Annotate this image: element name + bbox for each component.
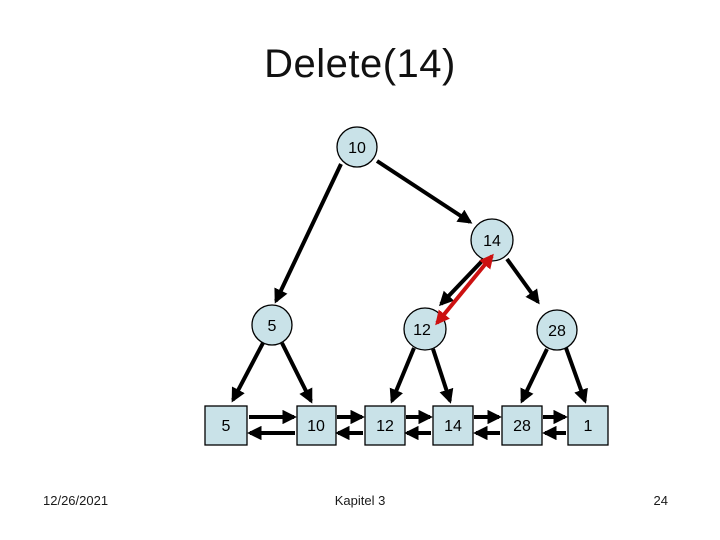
tree-node-28: 28 <box>536 309 578 351</box>
leaf-node-28-label: 28 <box>513 418 531 435</box>
edge-10-to-5 <box>274 163 343 304</box>
tree-node-12-label: 12 <box>413 322 431 339</box>
leaf-node-1-label: 1 <box>584 418 593 435</box>
tree-node-10-circle <box>336 126 378 168</box>
leaf-node-5: 5 <box>204 405 248 446</box>
leaf-node-5-box <box>204 405 248 446</box>
leaf-node-28: 28 <box>501 405 543 446</box>
leaf-node-10-box <box>296 405 337 446</box>
tree-node-28-circle <box>536 309 578 351</box>
edge-5-to-leaf10 <box>280 342 313 404</box>
footer-page-number: 24 <box>653 493 668 508</box>
slide-title: Delete(14) <box>264 42 456 86</box>
footer-chapter: Kapitel 3 <box>334 493 386 508</box>
edge-10-to-14 <box>375 159 473 224</box>
edge-12-to-leaf12 <box>389 347 416 404</box>
tree-node-10-label: 10 <box>348 140 366 157</box>
edge-5-to-leaf5 <box>231 342 265 403</box>
edge-28-to-leaf1 <box>564 347 588 404</box>
tree-node-28-label: 28 <box>548 323 566 340</box>
leaf-node-14: 14 <box>432 405 474 446</box>
edge-14-to-28 <box>505 257 540 305</box>
edge-14-to-12 <box>439 258 485 307</box>
leaf-node-10: 10 <box>296 405 337 446</box>
leaf-node-12: 12 <box>364 405 406 446</box>
leaf-node-1-box <box>567 405 609 446</box>
tree-node-5: 5 <box>251 304 293 346</box>
tree-node-5-circle <box>251 304 293 346</box>
leaf-node-14-label: 14 <box>444 418 462 435</box>
leaf-node-1: 1 <box>567 405 609 446</box>
leaf-node-14-box <box>432 405 474 446</box>
footer-date: 12/26/2021 <box>43 493 109 508</box>
leaf-node-5-label: 5 <box>222 418 231 435</box>
highlight-arrow-12-14 <box>435 253 494 326</box>
leaf-node-10-label: 10 <box>307 418 325 435</box>
edge-12-to-leaf14 <box>431 348 454 404</box>
tree-node-12: 12 <box>403 307 447 351</box>
edge-28-to-leaf28 <box>520 348 549 404</box>
tree-node-10: 10 <box>336 126 378 168</box>
leaf-node-12-label: 12 <box>376 418 394 435</box>
tree-node-14-label: 14 <box>483 233 501 250</box>
tree-node-14: 14 <box>470 218 514 262</box>
leaf-node-12-box <box>364 405 406 446</box>
leaf-node-28-box <box>501 405 543 446</box>
tree-node-5-label: 5 <box>268 318 277 335</box>
